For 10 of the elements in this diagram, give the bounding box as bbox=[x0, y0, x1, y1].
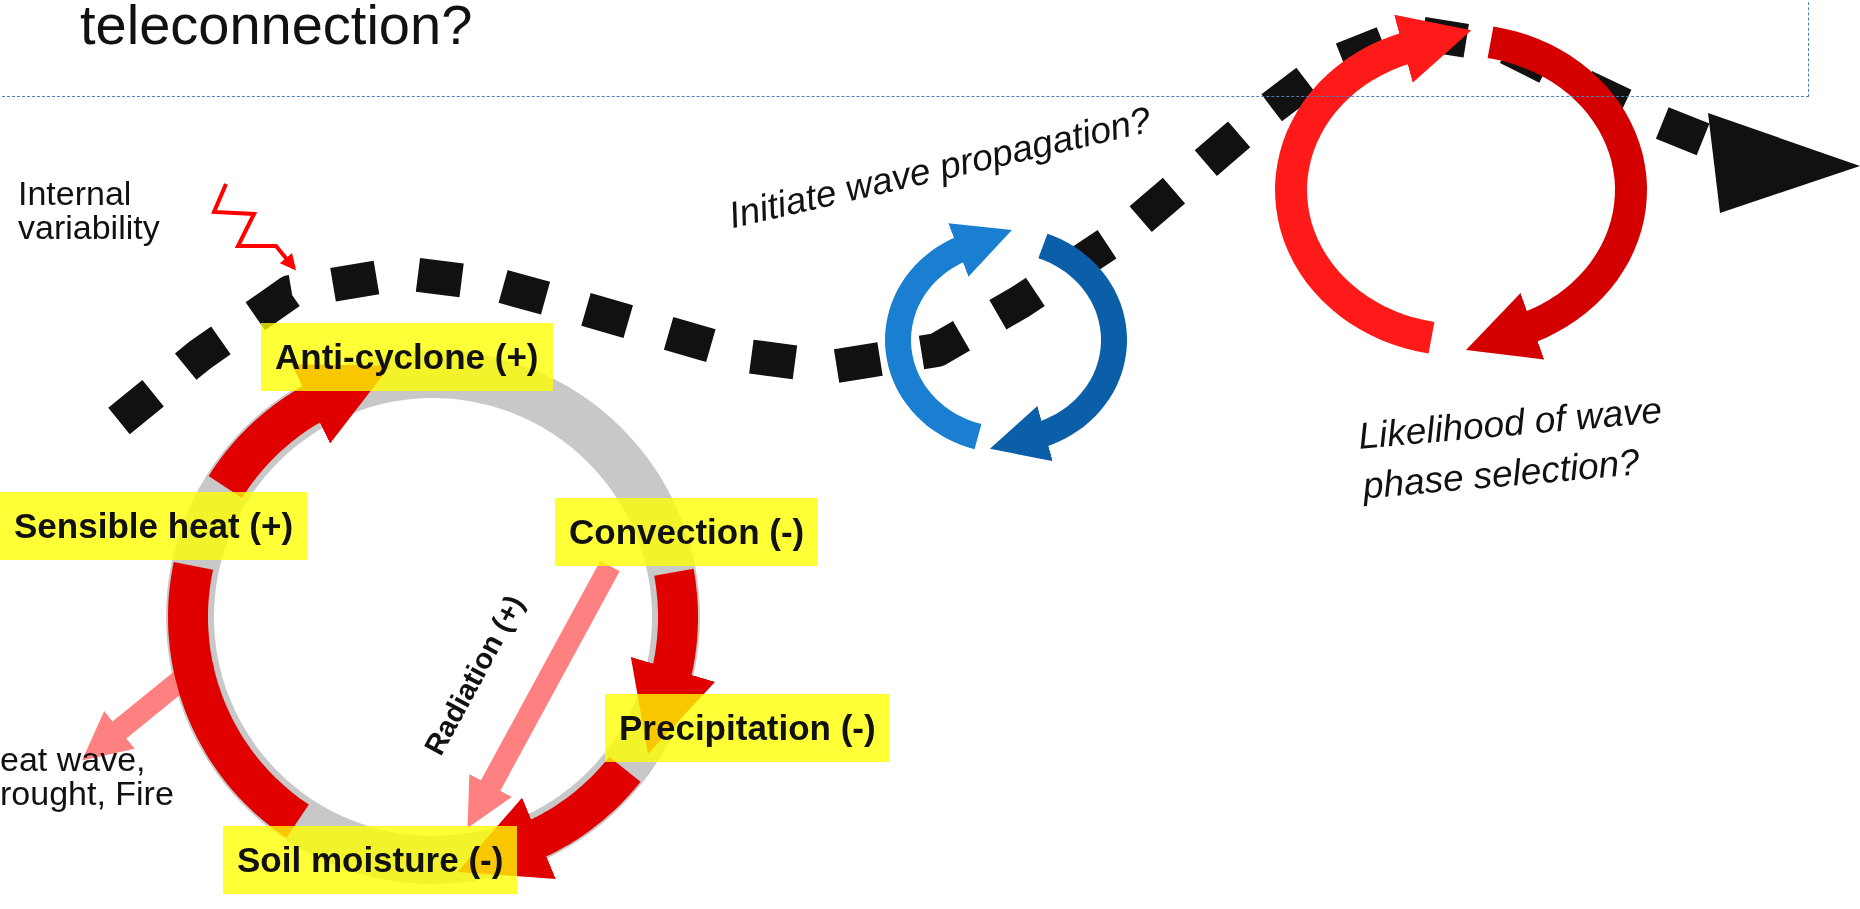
highlight-label: Anti-cyclone (+) bbox=[261, 323, 553, 391]
annotation-text: Likelihood of wave phase selection? bbox=[1356, 388, 1665, 509]
wavy-arrow bbox=[211, 183, 297, 271]
note-text: eat wave, rought, Fire bbox=[0, 742, 240, 810]
highlight-label: Convection (-) bbox=[555, 498, 819, 566]
highlight-label: Soil moisture (-) bbox=[223, 826, 518, 894]
note-text: Internal variability bbox=[18, 176, 228, 244]
title-text: teleconnection? bbox=[80, 0, 473, 53]
highlight-label: Precipitation (-) bbox=[605, 694, 890, 762]
highlight-label: Sensible heat (+) bbox=[0, 492, 308, 560]
